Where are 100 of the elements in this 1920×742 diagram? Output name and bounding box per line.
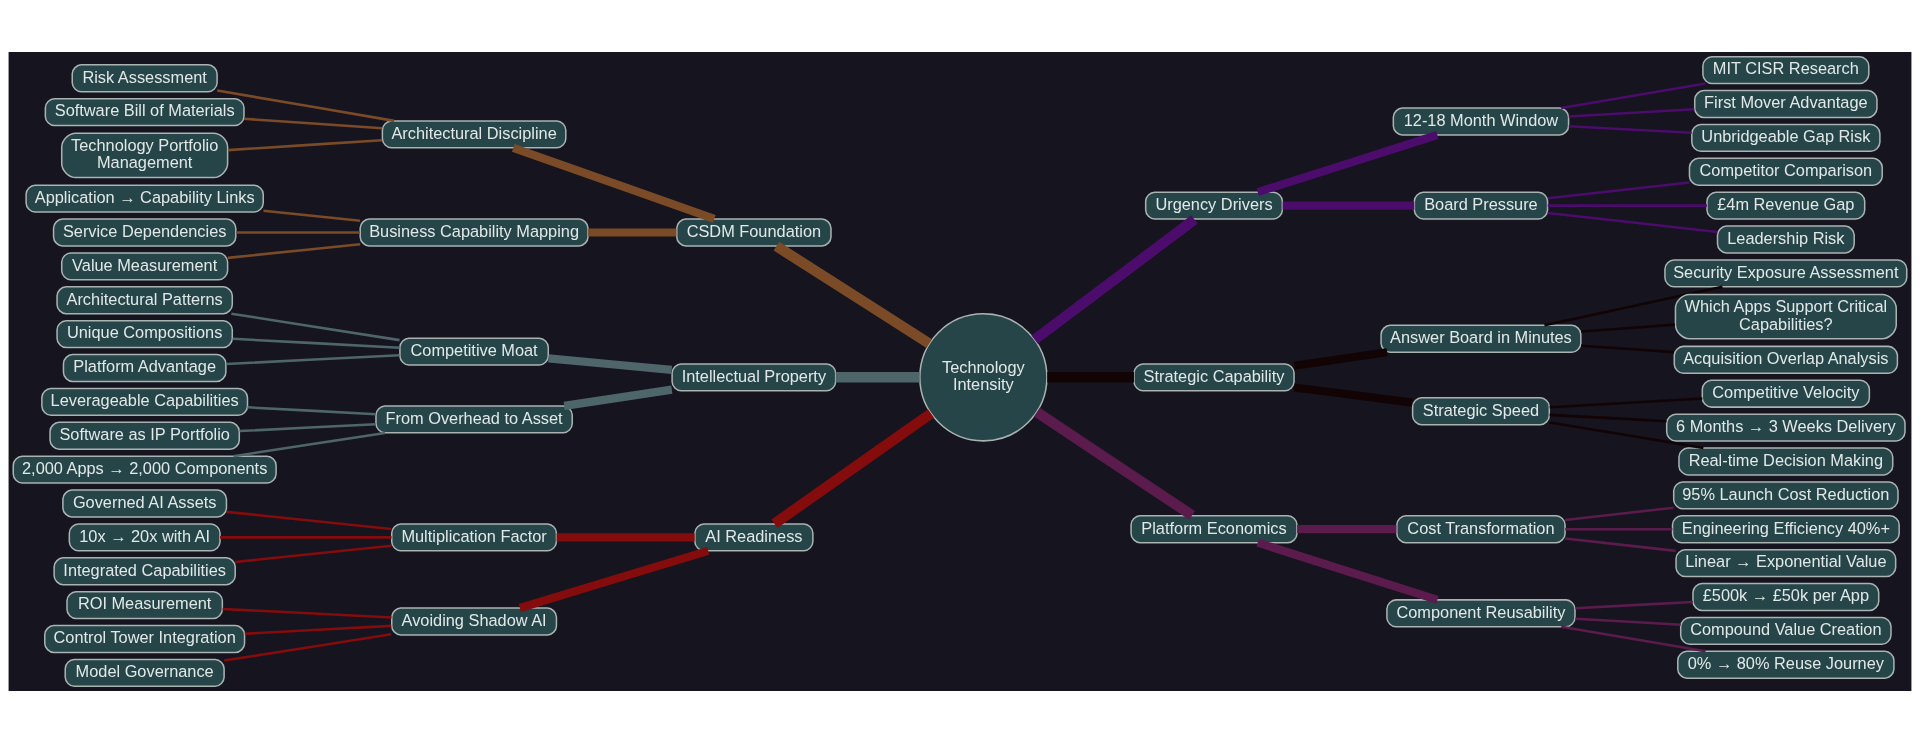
node-box: 12-18 Month Window xyxy=(1392,106,1570,136)
node-box: MIT CISR Research xyxy=(1702,55,1870,84)
node-box: Control Tower Integration xyxy=(44,624,246,653)
node-box: Strategic Capability xyxy=(1133,362,1295,392)
node-box: AI Readiness xyxy=(694,522,814,552)
connector xyxy=(1297,524,1397,533)
node-box: 0% → 80% Reuse Journey xyxy=(1677,650,1895,679)
node-box: 6 Months → 3 Weeks Delivery xyxy=(1665,412,1906,442)
node-box: Urgency Drivers xyxy=(1144,190,1284,220)
node-box: Leverageable Capabilities xyxy=(41,387,249,416)
connector xyxy=(1549,420,1704,449)
node-box: Governed AI Assets xyxy=(62,488,228,518)
connector xyxy=(1256,538,1439,604)
connector xyxy=(1581,343,1674,353)
node-box: Strategic Speed xyxy=(1411,396,1551,425)
node-box: Model Governance xyxy=(64,658,225,687)
connector xyxy=(1293,382,1413,407)
node-box: Software Bill of Materials xyxy=(44,97,245,126)
node-box: Which Apps Support Critical Capabilities? xyxy=(1674,293,1897,340)
node-box: Unbridgeable Gap Risk xyxy=(1691,123,1881,152)
connector xyxy=(1568,107,1695,118)
node-box: Leadership Risk xyxy=(1716,224,1855,254)
connector xyxy=(1568,124,1692,134)
node-box: Architectural Discipline xyxy=(381,119,567,149)
node-box: Avoiding Shadow AI xyxy=(391,606,558,636)
connector xyxy=(247,405,376,415)
connector xyxy=(511,143,716,223)
connector xyxy=(1575,600,1693,610)
connector xyxy=(231,311,400,341)
node-box: Unique Compositions xyxy=(56,319,234,348)
connector xyxy=(233,431,386,457)
connector xyxy=(518,546,710,612)
node-box: Engineering Efficiency 40%+ xyxy=(1671,514,1900,543)
connector xyxy=(1547,211,1718,233)
connector xyxy=(1293,347,1388,370)
connector xyxy=(1256,130,1439,196)
connector xyxy=(773,241,933,348)
connector xyxy=(588,227,677,237)
connector xyxy=(232,337,400,349)
connector xyxy=(263,209,361,222)
node-box: Real-time Decision Making xyxy=(1678,446,1894,476)
connector xyxy=(224,632,392,662)
connector xyxy=(226,353,400,365)
node-box: Value Measurement xyxy=(60,251,229,281)
node-box: 95% Launch Cost Reduction xyxy=(1672,480,1899,509)
connector xyxy=(1549,396,1703,409)
connector xyxy=(1565,536,1676,552)
node-box: Technology Portfolio Management xyxy=(60,131,229,178)
node-box: Integrated Capabilities xyxy=(53,556,236,585)
connector xyxy=(239,422,376,432)
connector xyxy=(217,88,395,122)
connector xyxy=(1547,203,1707,207)
node-box: Business Capability Mapping xyxy=(359,217,589,247)
connector xyxy=(235,544,392,563)
node-box: ROI Measurement xyxy=(66,590,224,619)
node-box: Intellectual Property xyxy=(671,362,837,392)
node-box: Competitor Comparison xyxy=(1688,157,1883,186)
node-box: From Overhead to Asset xyxy=(375,404,573,434)
node-box: Answer Board in Minutes xyxy=(1380,324,1582,353)
connector xyxy=(1581,322,1676,333)
connector xyxy=(226,510,392,530)
node-box: Application → Capability Links xyxy=(25,183,264,213)
node-box: Multiplication Factor xyxy=(391,522,558,552)
node-box: Board Pressure xyxy=(1413,190,1549,220)
node-box: 2,000 Apps → 2,000 Components xyxy=(12,454,277,484)
connector xyxy=(236,230,360,234)
connector xyxy=(835,371,920,383)
connector xyxy=(1565,506,1674,521)
connector xyxy=(1575,616,1681,626)
node-box: Competitive Moat xyxy=(399,336,550,366)
node-box: Component Reusability xyxy=(1386,598,1576,627)
node-box: £500k → £50k per App xyxy=(1692,582,1880,611)
connector xyxy=(243,117,383,129)
node-box: £4m Revenue Gap xyxy=(1706,190,1866,220)
node-box: Risk Assessment xyxy=(71,63,218,92)
connector xyxy=(1547,180,1690,200)
node-box: First Mover Advantage xyxy=(1693,89,1878,118)
node-circle: Technology Intensity xyxy=(919,312,1048,442)
connector xyxy=(220,535,392,539)
node-box: Software as IP Portfolio xyxy=(49,421,241,450)
node-box: Service Dependencies xyxy=(52,217,237,247)
connector xyxy=(548,353,673,374)
connector xyxy=(227,138,383,151)
node-box: Security Exposure Assessment xyxy=(1664,258,1908,288)
connector xyxy=(1565,527,1673,530)
node-box: Architectural Patterns xyxy=(56,285,234,314)
connector xyxy=(227,242,361,259)
node-box: Compound Value Creation xyxy=(1679,616,1892,645)
node-box: CSDM Foundation xyxy=(676,217,832,247)
connector xyxy=(1282,201,1415,210)
node-box: Platform Advantage xyxy=(62,353,227,382)
node-box: Linear → Exponential Value xyxy=(1675,548,1897,577)
connector xyxy=(1561,625,1706,653)
connector xyxy=(1034,407,1196,520)
connector xyxy=(1561,81,1706,109)
node-box: Acquisition Overlap Analysis xyxy=(1673,345,1899,374)
node-box: Cost Transformation xyxy=(1396,514,1566,543)
node-box: Platform Economics xyxy=(1130,514,1298,543)
connector xyxy=(244,624,392,635)
connector xyxy=(1031,214,1198,344)
